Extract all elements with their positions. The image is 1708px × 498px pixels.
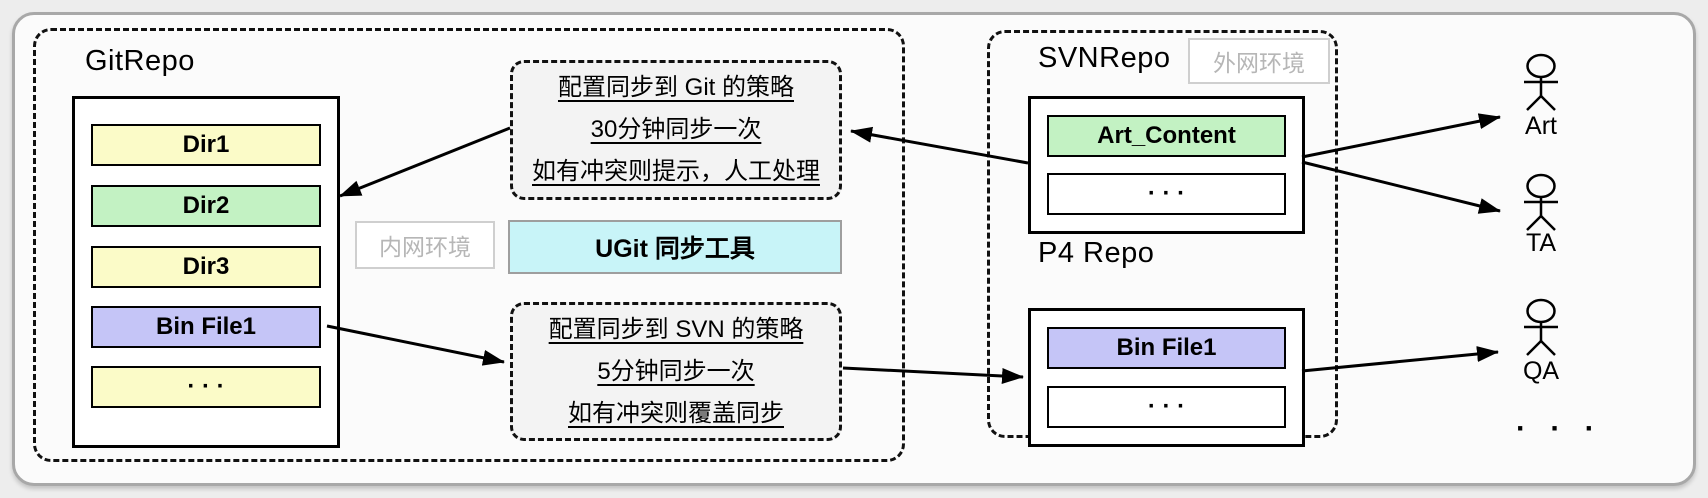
user-label-art: Art <box>1525 112 1557 140</box>
p4-row-binfile1: Bin File1 <box>1047 327 1286 369</box>
svn-policy-line-3: 如有冲突则覆盖同步 <box>568 399 784 427</box>
git-sync-policy-note: 配置同步到 Git 的策略 30分钟同步一次 如有冲突则提示，人工处理 <box>510 60 842 200</box>
user-label-qa: QA <box>1522 357 1560 385</box>
git-row-more: · · · <box>91 366 321 408</box>
svn-repo-box: Art_Content · · · <box>1028 96 1305 234</box>
svn-row-artcontent: Art_Content <box>1047 115 1286 157</box>
svn-sync-policy-note: 配置同步到 SVN 的策略 5分钟同步一次 如有冲突则覆盖同步 <box>510 302 842 441</box>
svn-repo-title: SVNRepo <box>1038 42 1171 74</box>
user-label-ta: TA <box>1525 229 1557 257</box>
git-repo-box: Dir1 Dir2 Dir3 Bin File1 · · · <box>72 96 340 448</box>
svn-row-more: · · · <box>1047 173 1286 215</box>
extranet-env-badge: 外网环境 <box>1188 38 1330 84</box>
git-policy-line-1: 配置同步到 Git 的策略 <box>557 74 794 101</box>
git-row-binfile1: Bin File1 <box>91 306 321 348</box>
git-row-dir3: Dir3 <box>91 246 321 288</box>
intranet-env-badge: 内网环境 <box>355 221 495 269</box>
p4-repo-box: Bin File1 · · · <box>1028 308 1305 447</box>
svn-policy-line-1: 配置同步到 SVN 的策略 <box>548 315 804 343</box>
intranet-container <box>33 28 905 462</box>
ugit-sync-tool-box: UGit 同步工具 <box>508 220 842 274</box>
more-users-ellipsis: · · · <box>1516 412 1603 445</box>
git-policy-line-2: 30分钟同步一次 <box>590 116 762 143</box>
git-repo-title: GitRepo <box>85 45 195 77</box>
svn-policy-line-2: 5分钟同步一次 <box>597 357 755 385</box>
git-row-dir1: Dir1 <box>91 124 321 166</box>
p4-row-more: · · · <box>1047 386 1286 428</box>
git-policy-line-3: 如有冲突则提示，人工处理 <box>532 158 820 185</box>
p4-repo-title: P4 Repo <box>1038 237 1155 269</box>
git-row-dir2: Dir2 <box>91 185 321 227</box>
